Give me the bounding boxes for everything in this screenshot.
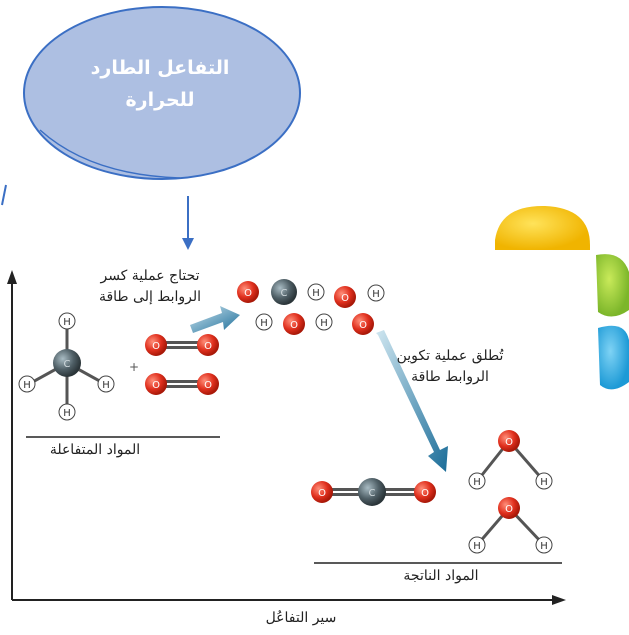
title-bubble — [23, 6, 301, 180]
atom-label-o: O — [152, 341, 160, 352]
green-blob — [596, 254, 629, 317]
energy-down-arrow — [376, 330, 448, 472]
atom-label-o: O — [244, 288, 252, 299]
atom-label-h: H — [540, 541, 548, 552]
reactants-label: المواد المتفاعلة — [49, 442, 141, 458]
atom-label-h: H — [372, 289, 380, 300]
atom-label-o: O — [341, 293, 349, 304]
atom-label-h: H — [320, 318, 328, 329]
atom-label-h: H — [473, 477, 481, 488]
atom-label-h: H — [540, 477, 548, 488]
atom-label-h: H — [102, 380, 110, 391]
carbon-dioxide-molecule — [311, 478, 436, 506]
water-molecule — [468, 497, 553, 554]
separated-atoms — [237, 279, 385, 335]
atom-label-c: C — [369, 488, 376, 499]
atom-label-o: O — [421, 488, 429, 499]
x-axis-label: سير التفاعُل — [265, 610, 337, 626]
oxygen-molecule — [145, 373, 219, 395]
atom-label-c: C — [281, 288, 288, 299]
axes — [7, 270, 566, 605]
atom-label-h: H — [260, 318, 268, 329]
methane-molecule — [18, 312, 115, 421]
break-bonds-label: تحتاج عملية كسر الروابط إلى طاقة — [90, 266, 210, 308]
atom-label-o: O — [204, 341, 212, 352]
atom-label-o: O — [505, 437, 513, 448]
atom-label-o: O — [204, 380, 212, 391]
title-line-1: التفاعل الطارد — [90, 57, 230, 79]
products-label: المواد الناتجة — [403, 568, 479, 584]
yellow-blob — [495, 205, 590, 250]
decorative-blobs — [495, 205, 629, 390]
atom-label-h: H — [473, 541, 481, 552]
atom-label-o: O — [505, 504, 513, 515]
water-molecule — [468, 430, 553, 490]
form-bonds-line-1: تُطلق عملية تكوين — [396, 348, 504, 364]
left-edge-mark — [1, 184, 7, 206]
form-bonds-line-2: الروابط طاقة — [411, 369, 489, 385]
atom-label-c: C — [64, 359, 71, 370]
diagram-title: التفاعل الطارد للحرارة — [60, 52, 260, 116]
atom-label-h: H — [63, 317, 71, 328]
energy-up-arrow — [190, 306, 240, 333]
atom-label-o: O — [359, 320, 367, 331]
atom-label-o: O — [318, 488, 326, 499]
pointer-arrow — [182, 196, 194, 250]
title-line-2: للحرارة — [125, 89, 195, 111]
plus-sign: + — [129, 360, 139, 374]
atom-label-h: H — [312, 288, 320, 299]
blue-blob — [598, 325, 629, 390]
oxygen-molecule — [145, 334, 219, 356]
atom-label-o: O — [152, 380, 160, 391]
break-bonds-line-1: تحتاج عملية كسر — [100, 268, 200, 284]
form-bonds-label: تُطلق عملية تكوين الروابط طاقة — [390, 346, 510, 388]
atom-label-o: O — [290, 320, 298, 331]
break-bonds-line-2: الروابط إلى طاقة — [98, 289, 202, 305]
atom-label-h: H — [23, 380, 31, 391]
atom-label-h: H — [63, 408, 71, 419]
